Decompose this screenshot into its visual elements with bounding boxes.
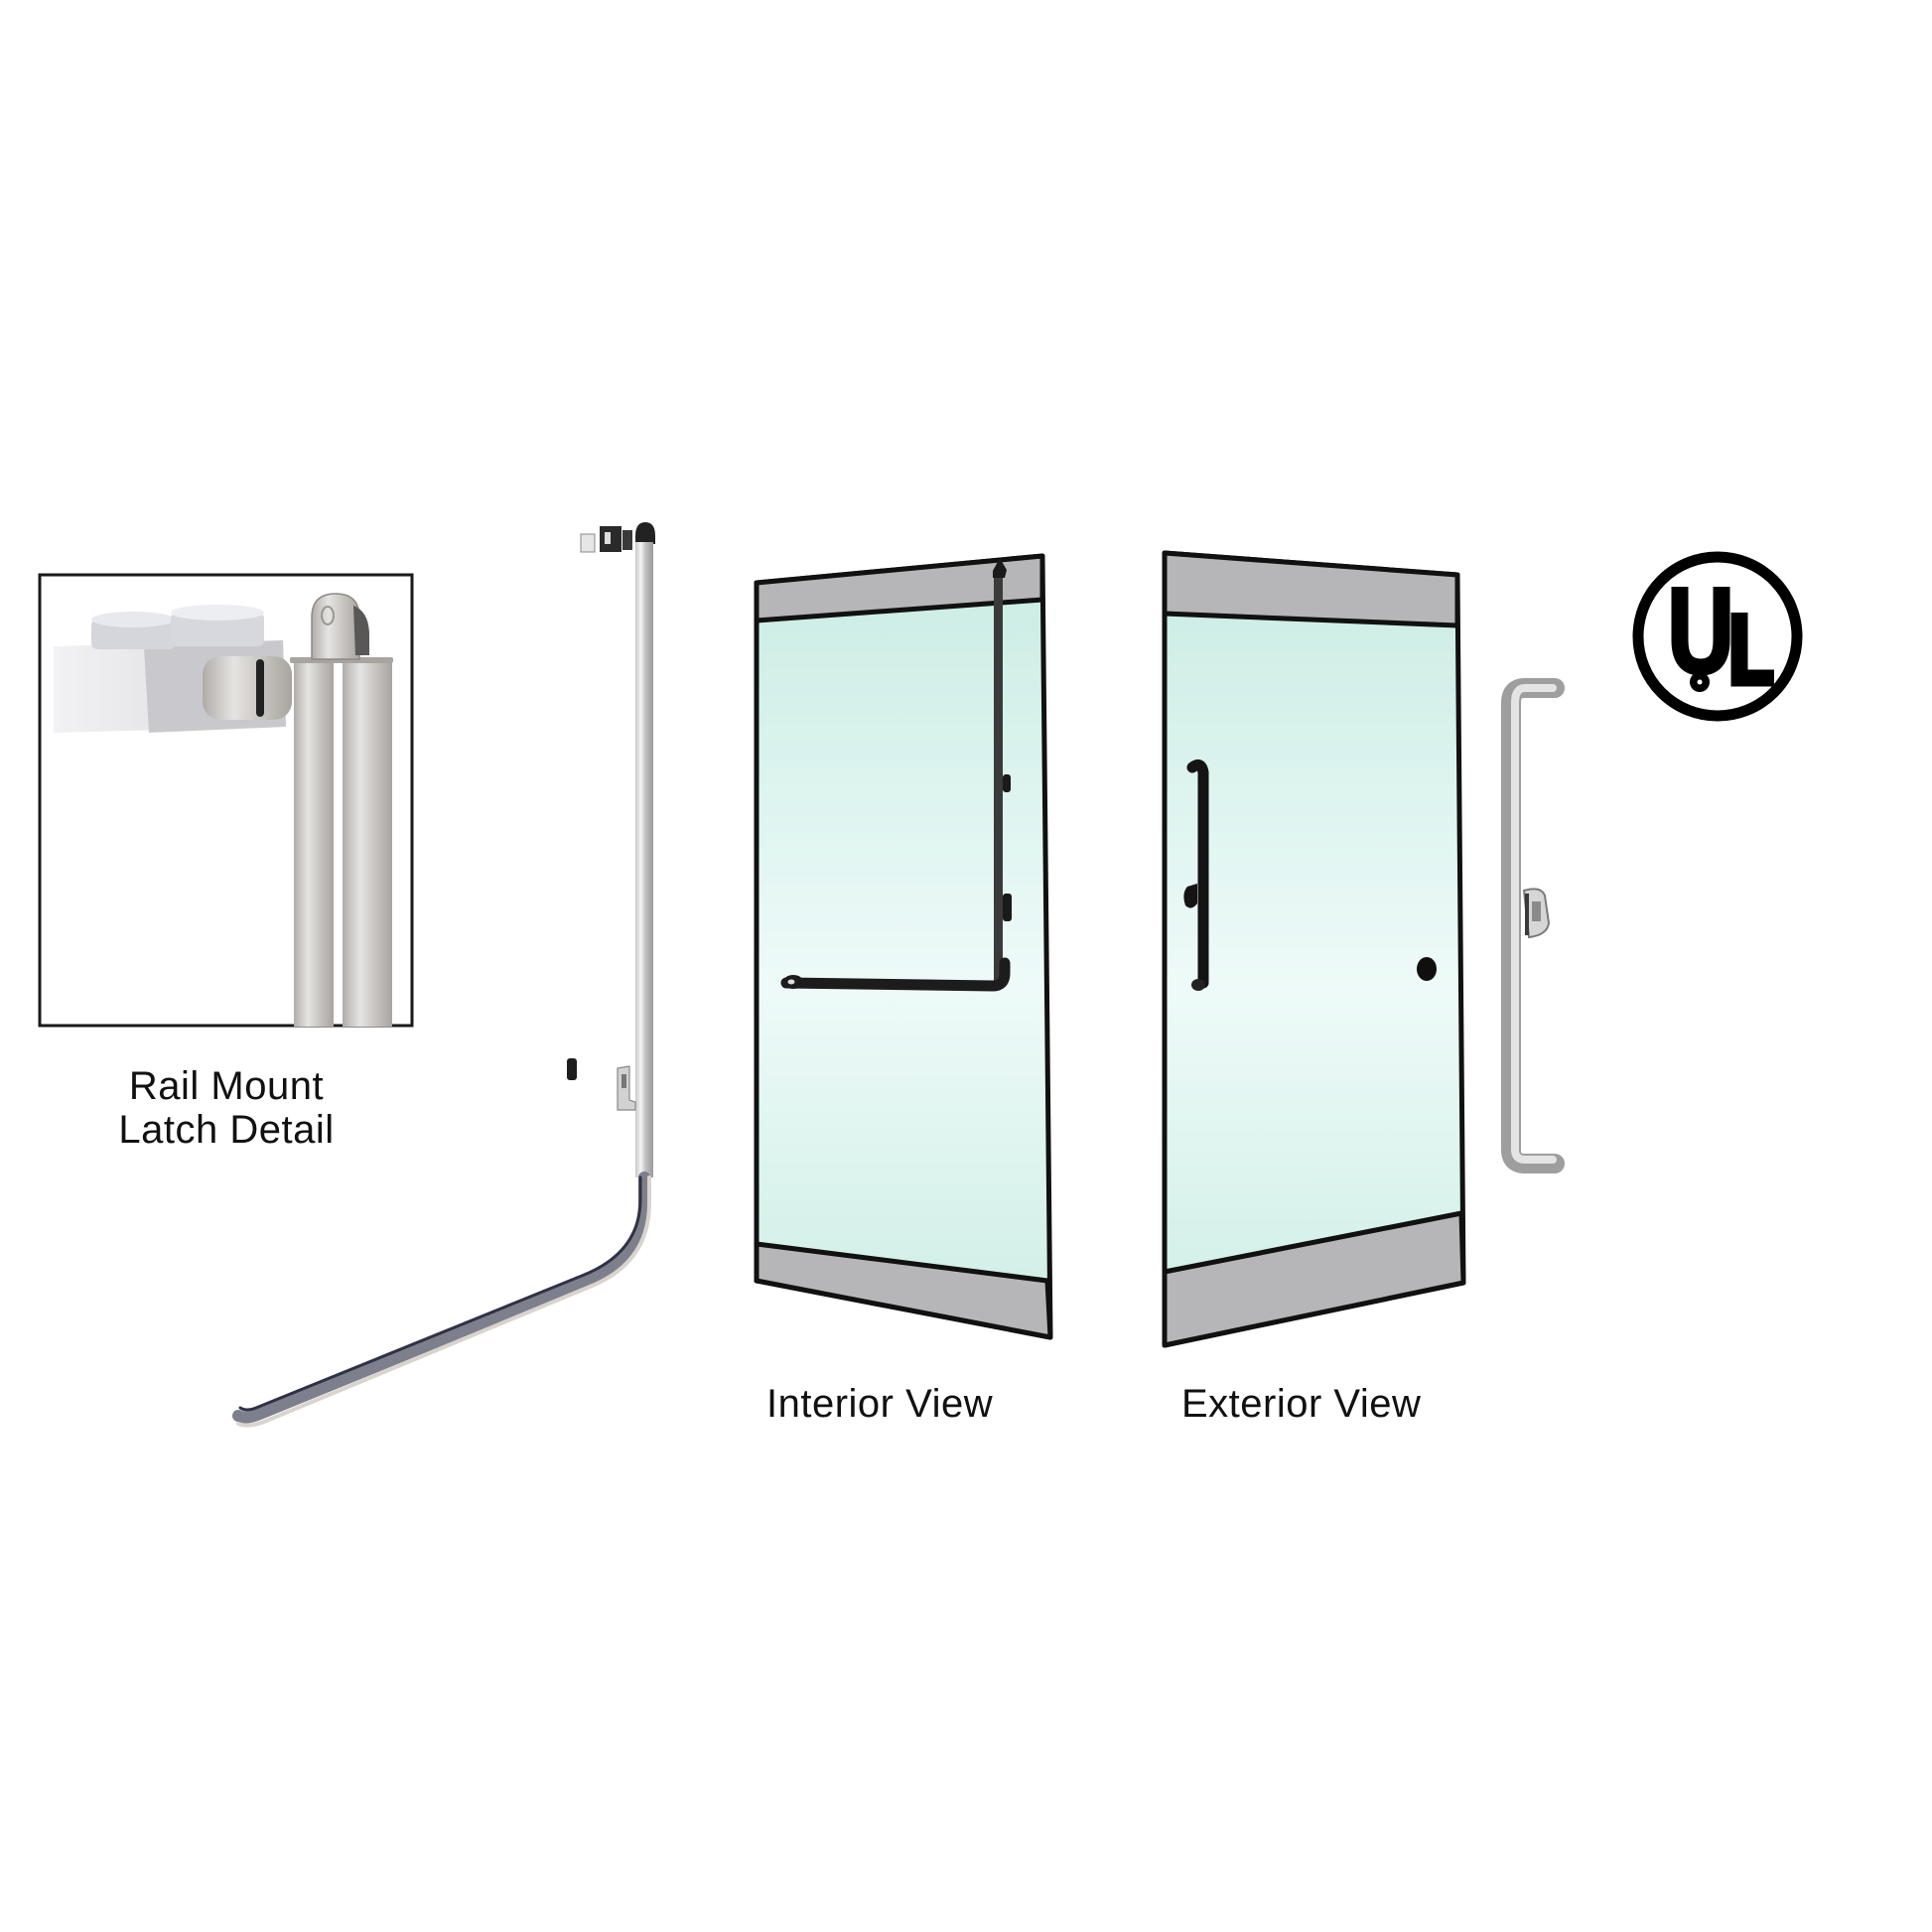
exterior-pull-product [1501, 678, 1565, 1173]
exterior-pull-handle [1186, 759, 1209, 989]
rail-tube-back [343, 659, 392, 1027]
interior-door-glass [754, 553, 1053, 1340]
rail-tube-front [294, 659, 334, 1027]
panic-rail-push-bar [232, 1172, 650, 1424]
panic-rail-assembly [232, 522, 655, 1428]
strike-keeper [567, 1058, 577, 1080]
interior-view-label: Interior View [766, 1382, 994, 1426]
pull-bar-highlight [1511, 684, 1557, 1164]
panic-rail-vertical [635, 542, 653, 1177]
interior-bottom-rail [754, 1241, 1053, 1340]
interior-top-rail [754, 553, 1045, 623]
caption-line-1: Rail Mount [128, 1064, 325, 1108]
hinge-knuckle [311, 593, 360, 660]
ul-letter-l [1730, 613, 1774, 687]
exterior-top-rail [1162, 550, 1460, 628]
exterior-bottom-rail [1162, 1210, 1466, 1348]
ul-letter-u [1671, 587, 1730, 676]
interior-door [754, 553, 1053, 1340]
latch-detail-caption: Rail Mount Latch Detail [97, 1064, 355, 1152]
exterior-door [1162, 550, 1466, 1348]
interior-push-bar [780, 957, 1011, 992]
caption-line-2: Latch Detail [118, 1108, 335, 1152]
interior-vertical-bar [994, 572, 1003, 989]
latch-detail-inset [38, 573, 414, 1028]
exterior-lock-cylinder [1417, 957, 1437, 981]
ul-certification-badge [1632, 551, 1803, 722]
exterior-view-label: Exterior View [1181, 1382, 1422, 1426]
